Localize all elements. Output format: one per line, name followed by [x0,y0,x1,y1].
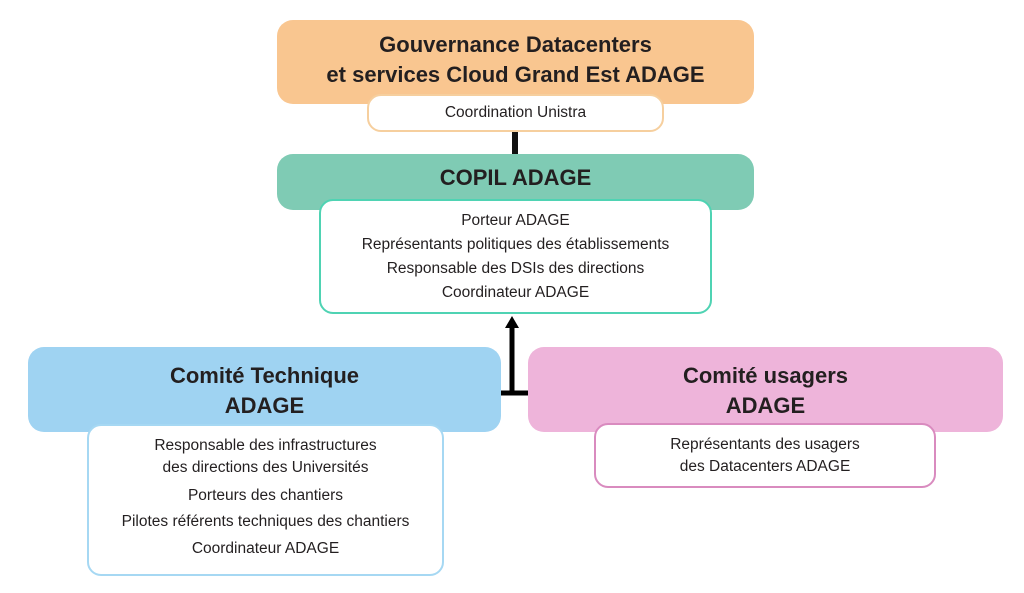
technique-box: Comité Technique ADAGE [28,347,501,432]
technique-title-line-2: ADAGE [224,393,305,418]
governance-members-box: Coordination Unistra [367,94,664,132]
technique-member: des directions des Universités [162,459,369,476]
governance-title-line-1: Gouvernance Datacenters [379,32,652,57]
usagers-title-line-2: ADAGE [725,393,806,418]
copil-members-box: Porteur ADAGE Représentants politiques d… [319,199,712,314]
copil-member: Responsable des DSIs des directions [386,260,645,277]
technique-member: Porteurs des chantiers [187,487,344,504]
usagers-member: des Datacenters ADAGE [679,458,851,475]
governance-title-line-2: et services Cloud Grand Est ADAGE [326,62,705,87]
governance-member: Coordination Unistra [444,104,587,121]
technique-members-box: Responsable des infrastructures des dire… [87,424,444,576]
technique-member: Responsable des infrastructures [154,437,377,454]
copil-member: Coordinateur ADAGE [441,284,590,301]
technique-member: Coordinateur ADAGE [191,540,340,557]
governance-box: Gouvernance Datacenters et services Clou… [277,20,754,104]
copil-title: COPIL ADAGE [439,165,592,190]
connector-line [512,132,518,154]
usagers-member: Représentants des usagers [670,436,860,453]
copil-member: Représentants politiques des établisseme… [361,236,670,253]
technique-member: Pilotes référents techniques des chantie… [121,513,410,530]
usagers-box: Comité usagers ADAGE [528,347,1003,432]
technique-title-line-1: Comité Technique [169,363,360,388]
usagers-title-line-1: Comité usagers [682,363,849,388]
copil-member: Porteur ADAGE [461,212,570,229]
usagers-members-box: Représentants des usagers des Datacenter… [594,423,936,488]
